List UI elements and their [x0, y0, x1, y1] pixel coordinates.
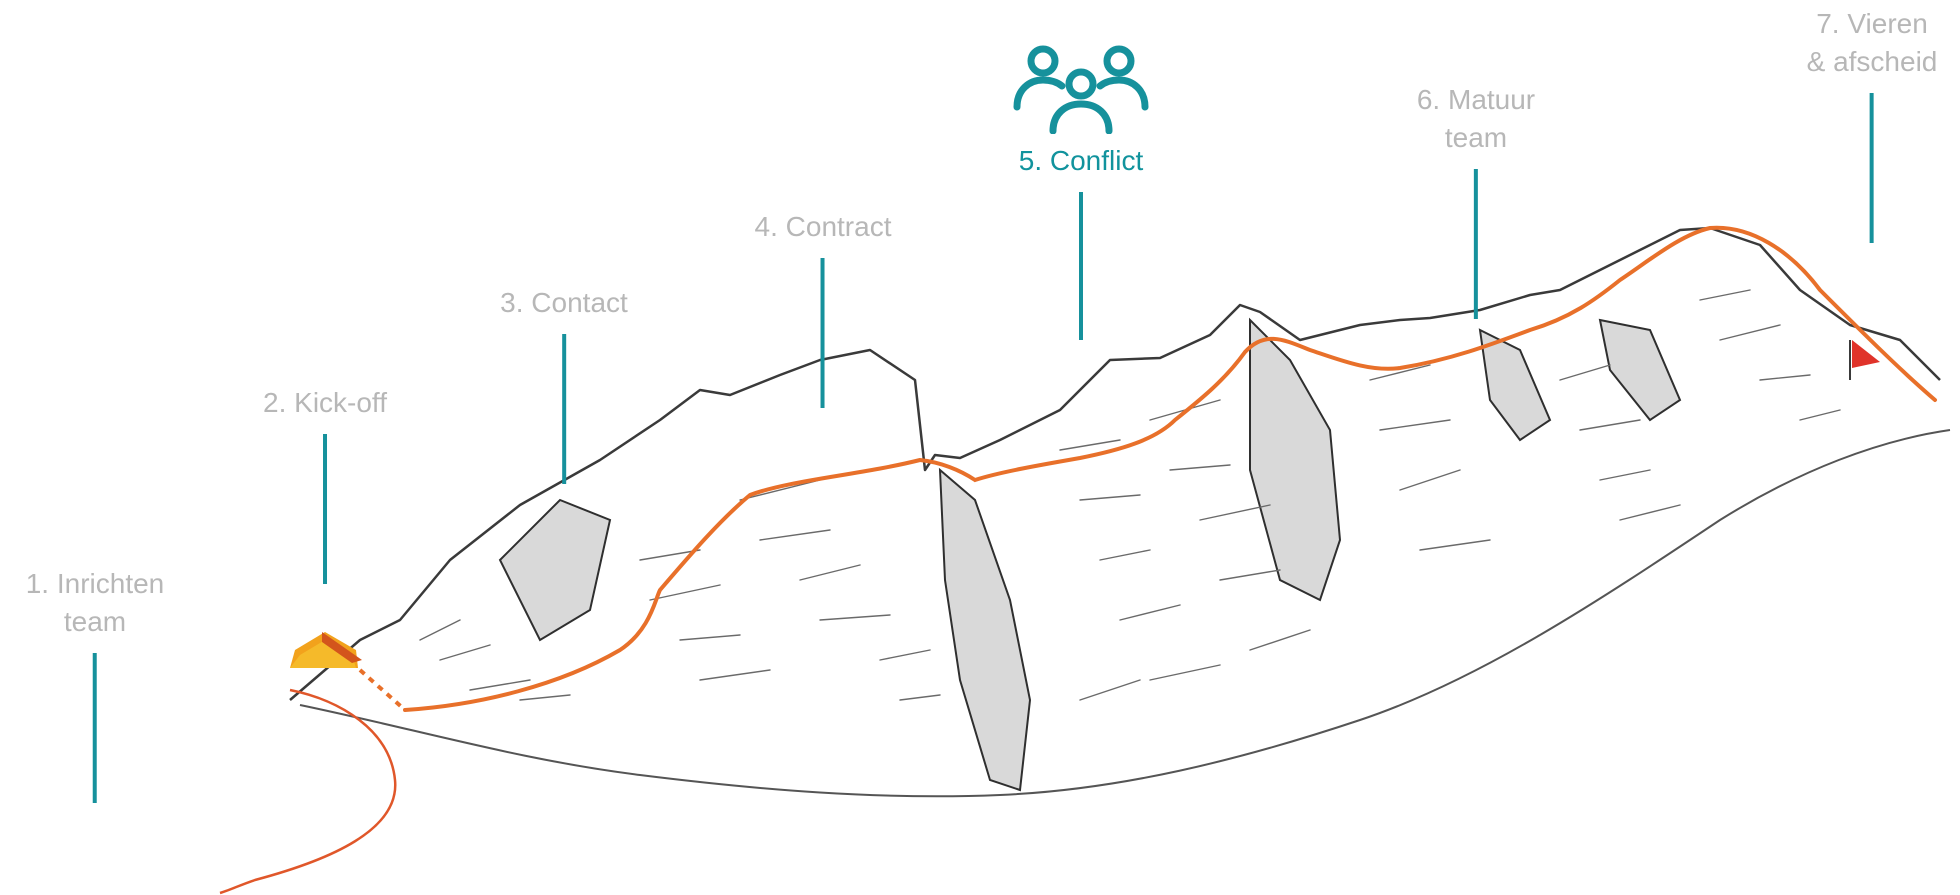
stage-pointer: [820, 258, 825, 408]
stage-pointer: [93, 653, 97, 803]
stage-label: 1. Inrichten team: [26, 565, 165, 641]
stage-label-line: 7. Vieren: [1816, 8, 1928, 39]
mountain-base: [299, 429, 1951, 798]
stage-label: 2. Kick-off: [263, 384, 387, 422]
stage-label-line: 2. Kick-off: [263, 387, 387, 418]
stage-inrichten: 1. Inrichten team: [26, 565, 165, 803]
stage-label: 4. Contract: [755, 208, 892, 246]
rock-shading: [498, 317, 1682, 792]
stage-pointer: [561, 334, 566, 484]
climb-route: [403, 225, 1937, 712]
stage-label-line: 4. Contract: [754, 211, 892, 242]
stage-contract: 4. Contract: [755, 208, 892, 408]
stage-label-line: team: [63, 606, 127, 637]
stage-conflict: 5. Conflict: [1009, 44, 1153, 340]
approach-trail: [219, 688, 397, 895]
stage-kickoff: 2. Kick-off: [263, 384, 387, 584]
stage-pointer: [1870, 93, 1874, 243]
stage-label: 7. Vieren & afscheid: [1807, 5, 1938, 81]
sketch-hatching: [419, 289, 1841, 701]
stage-label-line: & afscheid: [1806, 46, 1938, 77]
base-hut-icon: [290, 632, 362, 668]
stage-contact: 3. Contact: [500, 284, 628, 484]
summit-flag-icon: [1849, 340, 1880, 380]
hut-dotted-link: [358, 668, 407, 712]
stage-label-line: 3. Contact: [500, 287, 628, 318]
stage-label-line: team: [1444, 122, 1508, 153]
stage-label: 3. Contact: [500, 284, 628, 322]
stage-label-line: 6. Matuur: [1416, 84, 1536, 115]
stage-label: 6. Matuur team: [1417, 81, 1535, 157]
stage-pointer: [1079, 192, 1083, 340]
stage-label: 5. Conflict: [1009, 142, 1153, 180]
stage-pointer: [322, 434, 327, 584]
ridge-outline: [289, 226, 1941, 701]
stage-label-line: 5. Conflict: [1018, 145, 1144, 176]
stage-pointer: [1474, 169, 1478, 319]
stage-matuur: 6. Matuur team: [1417, 81, 1535, 319]
stage-vieren: 7. Vieren & afscheid: [1807, 5, 1938, 243]
stage-label-line: 1. Inrichten: [25, 568, 165, 599]
team-icon: [1013, 45, 1149, 134]
